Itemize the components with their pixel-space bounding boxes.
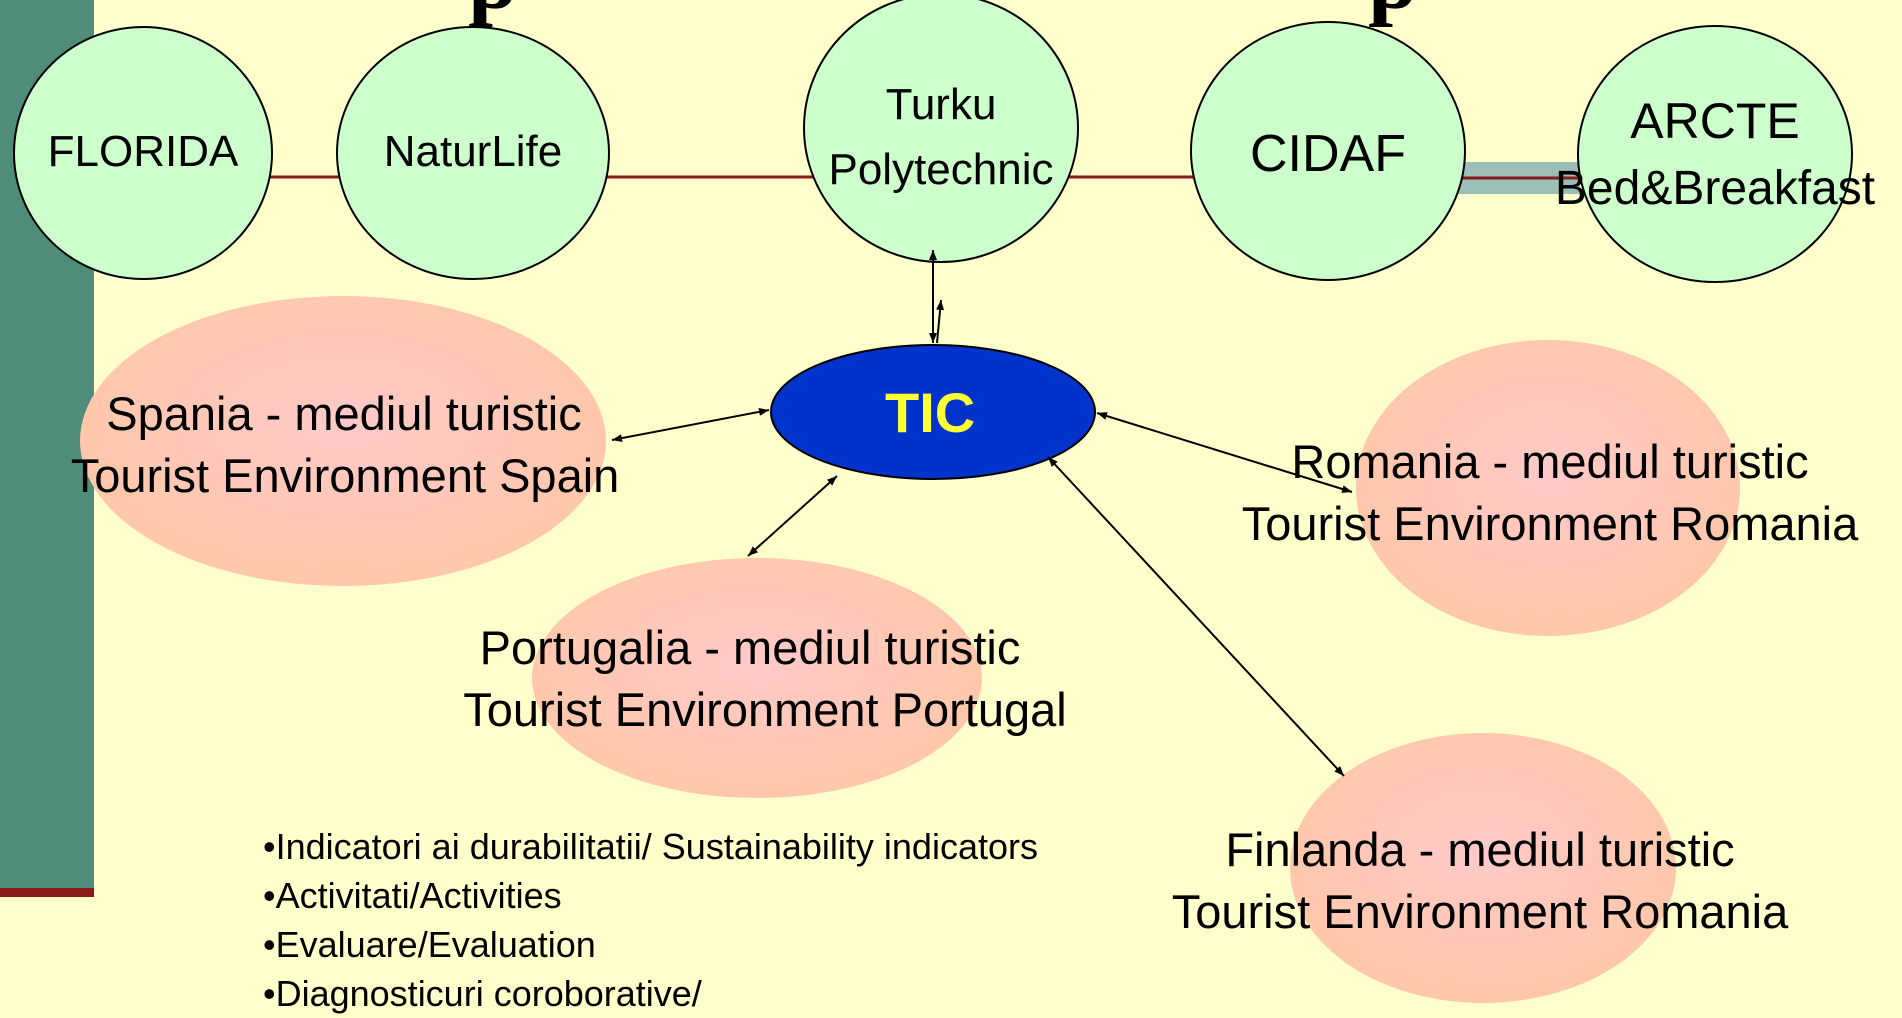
bullet-item: •Activitati/Activities: [263, 875, 562, 916]
turku-tic-arrow-b: [936, 299, 945, 344]
bullet-item: •Evaluare/Evaluation: [263, 924, 596, 965]
finland-tic-arrow: [1047, 456, 1345, 777]
florida-label: FLORIDA: [47, 127, 239, 176]
title-fragment-right: p: [1368, 0, 1418, 28]
finland-label-line2: Tourist Environment Romania: [1171, 885, 1789, 938]
romania-label-line2: Tourist Environment Romania: [1241, 497, 1859, 550]
tic-label: TIC: [885, 381, 976, 444]
turku-label-line2: Polytechnic: [828, 145, 1054, 194]
spain-tic-arrow: [611, 407, 770, 443]
sidebar-underline: [0, 888, 94, 897]
arcte-label-line1: ARCTE: [1630, 93, 1800, 149]
spain-label-line2: Tourist Environment Spain: [70, 449, 620, 502]
finland-environment-ellipse: [1290, 733, 1676, 1003]
portugal-label-line1: Portugalia - mediul turistic: [479, 621, 1021, 674]
arcte-label-line2: Bed&Breakfast: [1554, 162, 1876, 215]
naturlife-circle: [336, 26, 610, 280]
bullet-item: •Indicatori ai durabilitatii/ Sustainabi…: [263, 826, 1038, 867]
portugal-environment-ellipse: [532, 558, 982, 798]
florida-circle: [13, 26, 273, 280]
arcte-circle: [1577, 25, 1853, 283]
cidaf-circle: [1190, 21, 1466, 281]
bullet-item: •Diagnosticuri coroborative/: [263, 973, 702, 1014]
spain-environment-ellipse: [80, 296, 606, 586]
indicator-bullet-list: •Indicatori ai durabilitatii/ Sustainabi…: [263, 822, 1038, 1018]
portugal-tic-arrow: [747, 475, 838, 557]
finland-label-line1: Finlanda - mediul turistic: [1225, 823, 1735, 876]
romania-label-line1: Romania - mediul turistic: [1291, 435, 1809, 488]
romania-environment-ellipse: [1356, 340, 1740, 636]
spain-label-line1: Spania - mediul turistic: [106, 387, 582, 440]
turku-label-line1: Turku: [885, 80, 997, 129]
portugal-label-line2: Tourist Environment Portugal: [463, 683, 1067, 736]
turku-circle: [803, 0, 1079, 263]
tic-ellipse: [770, 344, 1096, 480]
naturlife-label: NaturLife: [383, 127, 563, 176]
title-fragment-left: p: [468, 0, 518, 28]
cidaf-label: CIDAF: [1250, 125, 1406, 183]
